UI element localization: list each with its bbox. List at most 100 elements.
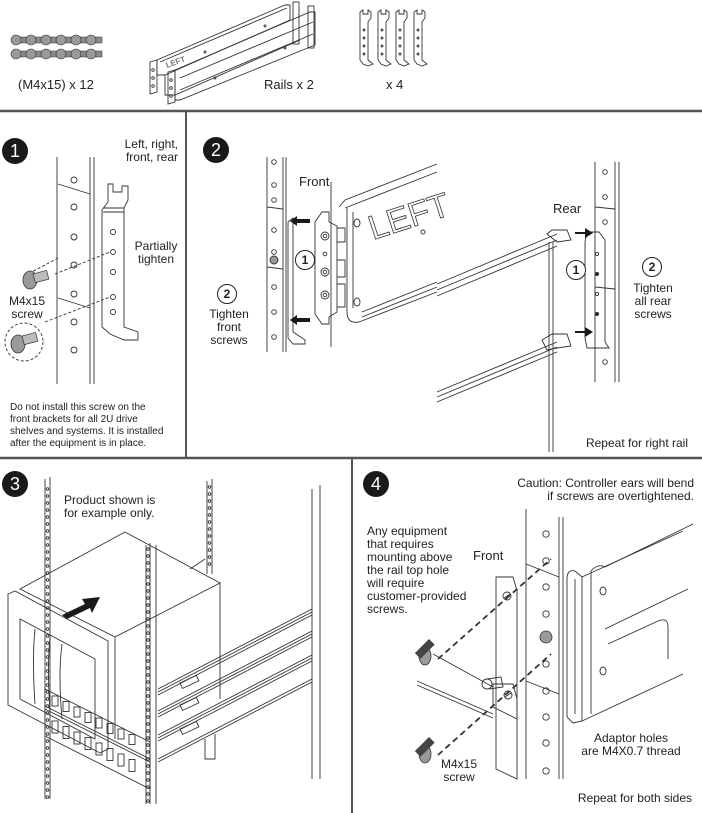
rack-hole (271, 227, 277, 233)
rack-hole (45, 494, 50, 498)
rack-hole (45, 599, 50, 603)
rack-hole (146, 694, 150, 698)
drive-bay (84, 737, 92, 750)
rack-hole (45, 613, 50, 617)
rails-illustration: LEFT (149, 1, 316, 105)
rack-hole (70, 261, 78, 269)
rack-hole (146, 596, 150, 600)
rack-hole (45, 508, 50, 512)
location-note-line: Left, right, (124, 137, 178, 151)
tighten-line: all rear (634, 294, 672, 308)
rail-line (157, 654, 313, 736)
drive-bay (51, 720, 59, 734)
rack-hole (146, 568, 150, 572)
rail-line (157, 630, 313, 712)
screw-icon (55, 34, 73, 46)
warning-line: front brackets for all 2U drive (10, 414, 138, 425)
equipment-note-line: mounting above (367, 550, 453, 564)
arrow-front-top (290, 216, 310, 226)
rack-hole (146, 624, 150, 628)
step-2-callout-rear-2: 2 (642, 257, 662, 277)
rack-hole (45, 564, 50, 568)
rack-hole (45, 522, 50, 526)
rack-hole (146, 582, 150, 586)
rail-line (157, 611, 313, 693)
warning-line: Do not install this screw on the (10, 402, 146, 413)
rack-hole (207, 513, 212, 517)
rack-hole (45, 557, 50, 561)
step-1-warning: Do not install this screw on the front b… (10, 402, 163, 450)
rack-hole (207, 485, 212, 489)
rack-hole (45, 774, 50, 778)
screw-icon (10, 48, 28, 60)
equipment-note-line: Any equipment (367, 524, 448, 538)
tighten-line: front (216, 320, 241, 334)
rack-hole (146, 687, 150, 691)
drive-bay (51, 695, 59, 707)
rack-hole (146, 680, 150, 684)
bracket-hole (594, 291, 600, 297)
rack-hole (45, 746, 50, 750)
drive-bay (106, 723, 114, 734)
rack-hole (146, 715, 150, 719)
rack-hole (207, 562, 212, 566)
rack-hole (542, 687, 550, 695)
rack-hole (146, 575, 150, 579)
rack-hole (146, 750, 150, 754)
rack-hole (45, 487, 50, 491)
rack-hole (271, 197, 277, 203)
bracket-icon (395, 9, 410, 67)
rack-hole (271, 159, 277, 165)
step-4-footer: Repeat for both sides (577, 791, 692, 805)
tighten-line: screws (210, 333, 248, 347)
step-2-panel: 2 (187, 112, 702, 458)
step-3-panel: 3 Product shown is for example only. (0, 459, 352, 813)
tighten-line: Tighten (633, 281, 673, 295)
rack-hole (45, 641, 50, 645)
caution-line: Caution: Controller ears will bend (517, 476, 694, 490)
step-4-panel: 4 Caution: Controller ears will bend if … (353, 459, 702, 813)
bracket-hole (594, 251, 600, 257)
step-4-screw-label: M4x15 screw (437, 758, 481, 784)
parts-row: (M4x15) x 12 LEFT Rails x 2 x 4 (0, 0, 702, 110)
screw-label-line: screw (11, 307, 43, 321)
rack-hole (146, 764, 150, 768)
step-2-callout-rear-1: 1 (566, 260, 586, 280)
note-line: for example only. (64, 506, 155, 520)
step-1-panel: 1 Left, right, front, rear (0, 112, 186, 458)
step-1-screw-lower (10, 331, 39, 354)
rack-hole (542, 713, 550, 721)
rail-line (157, 657, 313, 739)
rack-hole (70, 203, 78, 211)
rack-hole (207, 506, 212, 510)
rack-hole (45, 543, 50, 547)
step-4-front-label: Front (473, 548, 504, 563)
rack-hole (146, 610, 150, 614)
step-2-illustration: LEFT (266, 157, 620, 452)
step-2-rear-label: Rear (553, 201, 582, 216)
rack-hole (207, 548, 212, 552)
drive-bay (95, 742, 103, 756)
step-1-action-note: Partially tighten (128, 240, 184, 266)
screw-icon (10, 34, 28, 46)
rack-hole (207, 520, 212, 524)
step-4-badge: 4 (363, 471, 389, 497)
rack-hole (70, 318, 78, 326)
equipment-note-line: screws. (367, 602, 408, 616)
rail-line (157, 633, 313, 715)
rack-hole (207, 499, 212, 503)
equipment-note-line: customer-provided (367, 589, 467, 603)
location-note-line: front, rear (125, 150, 178, 164)
rack-hole (45, 648, 50, 652)
rack-hole (45, 760, 50, 764)
rack-hole (271, 182, 277, 188)
screw-icon (85, 48, 103, 60)
rack-hole (146, 729, 150, 733)
rack-hole (207, 492, 212, 496)
step-2-front-tighten-note: Tighten front screws (201, 308, 257, 347)
note-line: Product shown is (64, 493, 156, 507)
rack-hole (146, 701, 150, 705)
screw-label-line: screw (443, 770, 475, 784)
rack-hole (602, 194, 608, 200)
rack-hole (207, 555, 212, 559)
